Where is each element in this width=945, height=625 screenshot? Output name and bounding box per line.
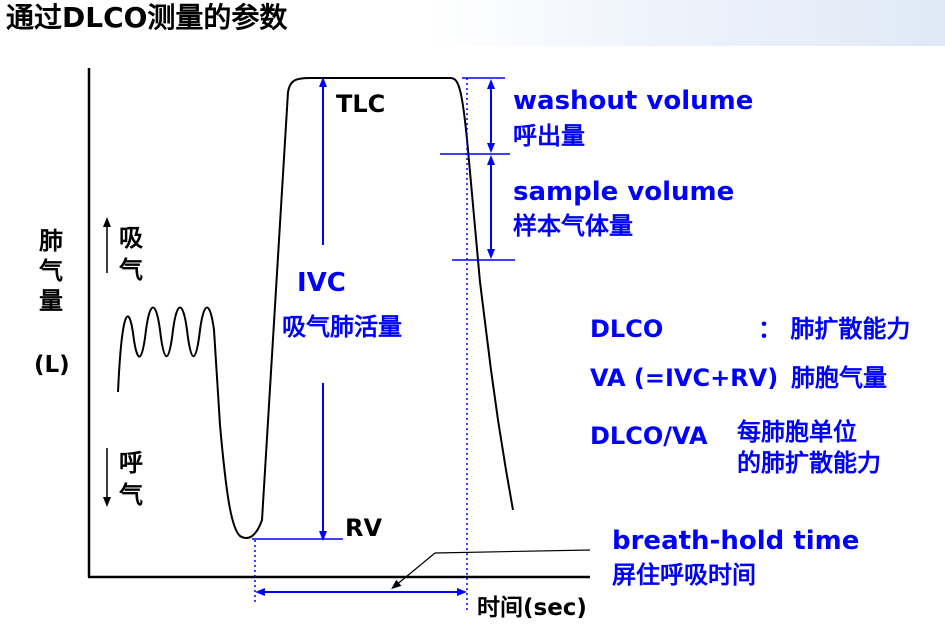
page-title: 通过DLCO测量的参数 [6, 1, 288, 34]
y-axis-label-char-2: 气 [39, 257, 63, 285]
exhale-char-1: 呼 [119, 449, 143, 477]
washout-volume-label: washout volume [513, 86, 754, 116]
title-band [0, 0, 945, 46]
dlco-va-desc-line1: 每肺胞单位 [737, 418, 857, 446]
sample-volume-label: sample volume [513, 177, 735, 207]
tlc-label: TLC [336, 90, 386, 118]
ivc-cn-label: 吸气肺活量 [282, 313, 402, 341]
inhale-char-2: 气 [119, 256, 143, 284]
dlco-term: DLCO [590, 315, 664, 343]
dlco-desc: ： 肺扩散能力 [758, 315, 911, 343]
breath-hold-pointer-a [434, 549, 591, 554]
lung-volume-curve [117, 77, 514, 539]
rv-label: RV [345, 514, 383, 542]
sample-volume-cn-label: 样本气体量 [513, 212, 633, 240]
dlco-va-term: DLCO/VA [590, 422, 708, 450]
va-term: VA (=IVC+RV) [590, 364, 779, 392]
x-axis-label: 时间(sec) [477, 595, 587, 621]
y-axis-label-char-1: 肺 [39, 227, 63, 255]
exhale-char-2: 气 [119, 481, 143, 509]
washout-volume-cn-label: 呼出量 [513, 122, 585, 150]
y-axis-unit: (L) [34, 352, 70, 378]
breath-hold-cn-label: 屏住呼吸时间 [612, 561, 756, 589]
va-desc: 肺胞气量 [791, 364, 887, 392]
inhale-char-1: 吸 [119, 224, 143, 252]
breath-hold-label: breath-hold time [612, 526, 860, 556]
dlco-va-desc-line2: 的肺扩散能力 [737, 449, 881, 477]
y-axis-label-char-3: 量 [39, 287, 63, 315]
breath-hold-pointer-b [391, 552, 436, 590]
ivc-label: IVC [297, 268, 346, 298]
